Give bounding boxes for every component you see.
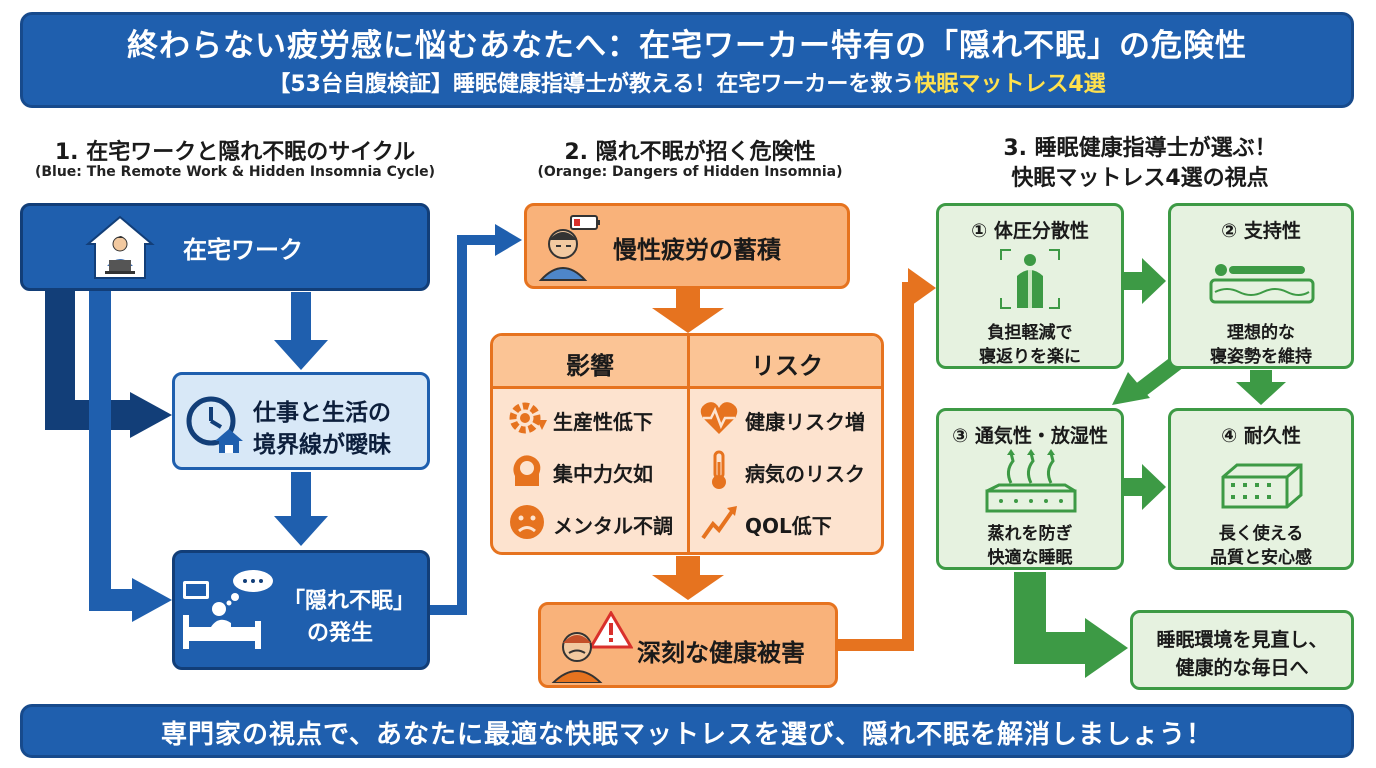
point-3-desc1: 蒸れを防ぎ xyxy=(987,524,1073,544)
down-trend-icon xyxy=(701,506,737,540)
clock-house-icon xyxy=(186,396,243,453)
insomnia-line2: の発生 xyxy=(307,621,374,646)
point-box-3: ③ 通気性・放湿性 蒸れを防ぎ 快適な睡眠 xyxy=(936,408,1124,570)
impact-risk-table: 影響 リスク 生産性低下 集中力欠如 メンタル不調 健康リスク増 病気のリスク … xyxy=(490,333,884,555)
section2-title: 2. 隠れ不眠が招く危険性 xyxy=(564,140,816,165)
risk-item-3: QOL低下 xyxy=(745,514,832,538)
conclusion-line1: 睡眠環境を見直し、 xyxy=(1156,629,1328,651)
point-3-desc2: 快適な睡眠 xyxy=(987,548,1073,568)
heart-pulse-icon xyxy=(700,402,738,434)
page-title: 終わらない疲労感に悩むあなたへ：在宅ワーカー特有の「隠れ不眠」の危険性 xyxy=(127,28,1247,64)
remote-work-box: 在宅ワーク xyxy=(20,203,430,291)
boundary-line2: 境界線が曖昧 xyxy=(253,432,391,458)
point-4-title: ④ 耐久性 xyxy=(1221,425,1301,447)
boundary-line1: 仕事と生活の xyxy=(253,400,391,426)
insomnia-line1: 「隠れ不眠」 xyxy=(283,589,416,614)
point-1-desc2: 寝返りを楽に xyxy=(979,347,1081,367)
section1-title: 1. 在宅ワークと隠れ不眠のサイクル xyxy=(54,140,416,165)
thermometer-icon xyxy=(712,450,726,489)
point-3-title: ③ 通気性・放湿性 xyxy=(952,425,1108,447)
subtitle-text: 【53台自腹検証】睡眠健康指導士が教える！在宅ワーカーを救う xyxy=(268,72,915,97)
impact-item-3: メンタル不調 xyxy=(553,514,673,538)
section3-title-line1: 3. 睡眠健康指導士が選ぶ！ xyxy=(1003,136,1277,161)
impact-item-1: 生産性低下 xyxy=(553,410,653,434)
point-4-desc2: 品質と安心感 xyxy=(1210,548,1312,568)
remote-work-label: 在宅ワーク xyxy=(183,236,303,264)
durable-mattress-icon xyxy=(1221,463,1303,509)
impact-header: 影響 xyxy=(566,352,614,380)
point-2-title: ② 支持性 xyxy=(1221,220,1301,242)
point-box-2: ② 支持性 理想的な 寝姿勢を維持 xyxy=(1168,203,1354,369)
conclusion-box: 睡眠環境を見直し、 健康的な毎日へ xyxy=(1130,610,1354,690)
impact-item-2: 集中力欠如 xyxy=(553,462,653,486)
point-1-title: ① 体圧分散性 xyxy=(971,220,1089,242)
section1-subtitle: (Blue: The Remote Work & Hidden Insomnia… xyxy=(34,164,436,180)
damage-label: 深刻な健康被害 xyxy=(637,639,805,667)
point-1-desc1: 負担軽減で xyxy=(987,323,1073,343)
risk-header: リスク xyxy=(751,352,823,380)
breathable-mattress-icon xyxy=(985,449,1077,513)
sick-person-warning-icon xyxy=(551,611,633,683)
house-laptop-icon xyxy=(85,215,155,279)
insomnia-box: 「隠れ不眠」 の発生 xyxy=(172,550,430,670)
footer-text: 専門家の視点で、あなたに最適な快眠マットレスを選び、隠れ不眠を解消しましょう！ xyxy=(161,720,1213,750)
point-box-1: ① 体圧分散性 負担軽減で 寝返りを楽に xyxy=(936,203,1124,369)
conclusion-line2: 健康的な毎日へ xyxy=(1175,657,1309,679)
damage-box: 深刻な健康被害 xyxy=(538,602,838,688)
point-2-desc2: 寝姿勢を維持 xyxy=(1210,347,1312,367)
page-subtitle: 【53台自腹検証】睡眠健康指導士が教える！在宅ワーカーを救う快眠マットレス4選 xyxy=(20,66,1354,98)
point-2-desc1: 理想的な xyxy=(1227,323,1295,343)
head-brain-icon xyxy=(513,455,541,486)
fatigue-box: 慢性疲労の蓄積 xyxy=(524,203,850,289)
footer-banner xyxy=(20,704,1354,758)
gear-down-icon xyxy=(509,402,547,434)
sad-face-icon xyxy=(510,505,544,539)
section2-subtitle: (Orange: Dangers of Hidden Insomnia) xyxy=(537,164,843,180)
section3-title-line2: 快眠マットレス4選の視点 xyxy=(1011,166,1269,191)
boundary-box: 仕事と生活の 境界線が曖昧 xyxy=(172,372,430,470)
header-banner xyxy=(20,12,1354,108)
tired-person-battery-icon xyxy=(538,215,600,281)
point-4-desc1: 長く使える xyxy=(1218,524,1304,544)
person-on-mattress-icon xyxy=(1209,264,1315,304)
risk-item-1: 健康リスク増 xyxy=(745,410,865,434)
spine-scan-icon xyxy=(1000,249,1060,309)
sleepless-bed-icon xyxy=(183,570,273,649)
fatigue-label: 慢性疲労の蓄積 xyxy=(613,236,781,264)
table-divider xyxy=(687,336,690,552)
risk-item-2: 病気のリスク xyxy=(745,462,865,486)
subtitle-highlight: 快眠マットレス4選 xyxy=(914,72,1106,97)
point-box-4: ④ 耐久性 長く使える 品質と安心感 xyxy=(1168,408,1354,570)
